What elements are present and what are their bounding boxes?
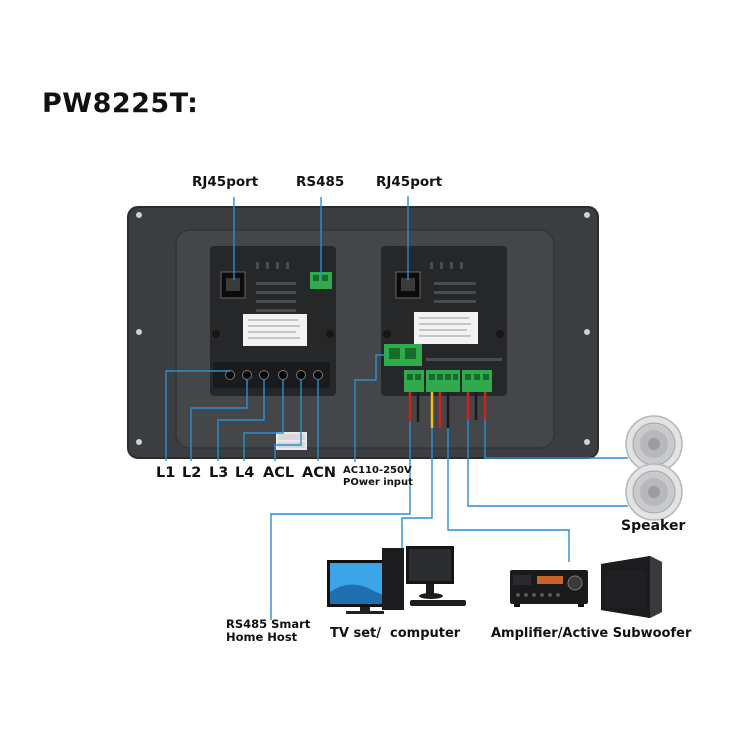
amplifier-subwoofer-label: Amplifier/Active Subwoofer <box>491 626 692 641</box>
speaker-label: Speaker <box>621 518 686 534</box>
rs485-host-line1: RS485 Smart <box>226 617 311 631</box>
terminal-label-l2: L2 <box>182 465 202 481</box>
rj45-right-label: RJ45port <box>376 174 443 190</box>
terminal-label-acl: ACL <box>263 465 295 481</box>
signal-wires <box>408 392 487 428</box>
leader-power <box>354 354 386 462</box>
spec-sticker-right <box>414 312 478 344</box>
terminal-label-acn: ACN <box>302 465 336 481</box>
mount-hole <box>584 329 590 335</box>
ceiling-speaker-icon <box>625 463 683 521</box>
terminal-label-l3: L3 <box>209 465 229 481</box>
rs485-out-terminal-block <box>404 370 424 392</box>
rj45-jack-left <box>220 271 246 299</box>
panel <box>127 206 599 459</box>
vent-slots-left <box>256 262 296 312</box>
speaker-out-terminal-block <box>462 370 492 392</box>
mount-hole <box>584 439 590 445</box>
leader-l1 <box>165 370 230 461</box>
leader-lines <box>165 196 628 620</box>
leader-speaker-1 <box>484 420 628 459</box>
relay-terminals <box>225 370 323 380</box>
power-input-line1: AC110-250V <box>343 465 412 476</box>
rj45-left-label: RJ45port <box>192 174 259 190</box>
terminal-label-l4: L4 <box>235 465 255 481</box>
mount-hole <box>136 329 142 335</box>
rs485-host-line2: Home Host <box>226 630 298 644</box>
leader-l2 <box>190 380 248 461</box>
leader-tv-computer <box>401 428 433 548</box>
leader-amplifier <box>447 428 570 562</box>
vent-slots-right <box>426 262 502 361</box>
mount-hole <box>136 212 142 218</box>
rs485-label: RS485 <box>296 174 345 190</box>
mount-hole <box>136 439 142 445</box>
mount-hole <box>584 212 590 218</box>
power-input-line2: POwer input <box>343 477 413 488</box>
page-title: PW8225T: <box>42 88 199 119</box>
tv-computer-label: TV set/ computer <box>330 626 461 641</box>
terminal-label-l1: L1 <box>156 465 176 481</box>
computer-icon <box>382 546 466 610</box>
leader-rs485-host <box>270 422 411 620</box>
rs485-host-label: RS485 Smart Home Host <box>226 618 310 644</box>
leader-l3 <box>217 380 265 461</box>
leader-speaker-2 <box>467 420 628 507</box>
power-input-label: AC110-250V POwer input <box>343 465 413 489</box>
leader-l4 <box>243 380 284 461</box>
leader-acl <box>274 380 302 461</box>
amplifier-icon <box>510 570 588 607</box>
audio-in-terminal-block <box>426 370 460 392</box>
spec-sticker-left <box>243 314 307 346</box>
subwoofer-icon <box>601 556 662 618</box>
